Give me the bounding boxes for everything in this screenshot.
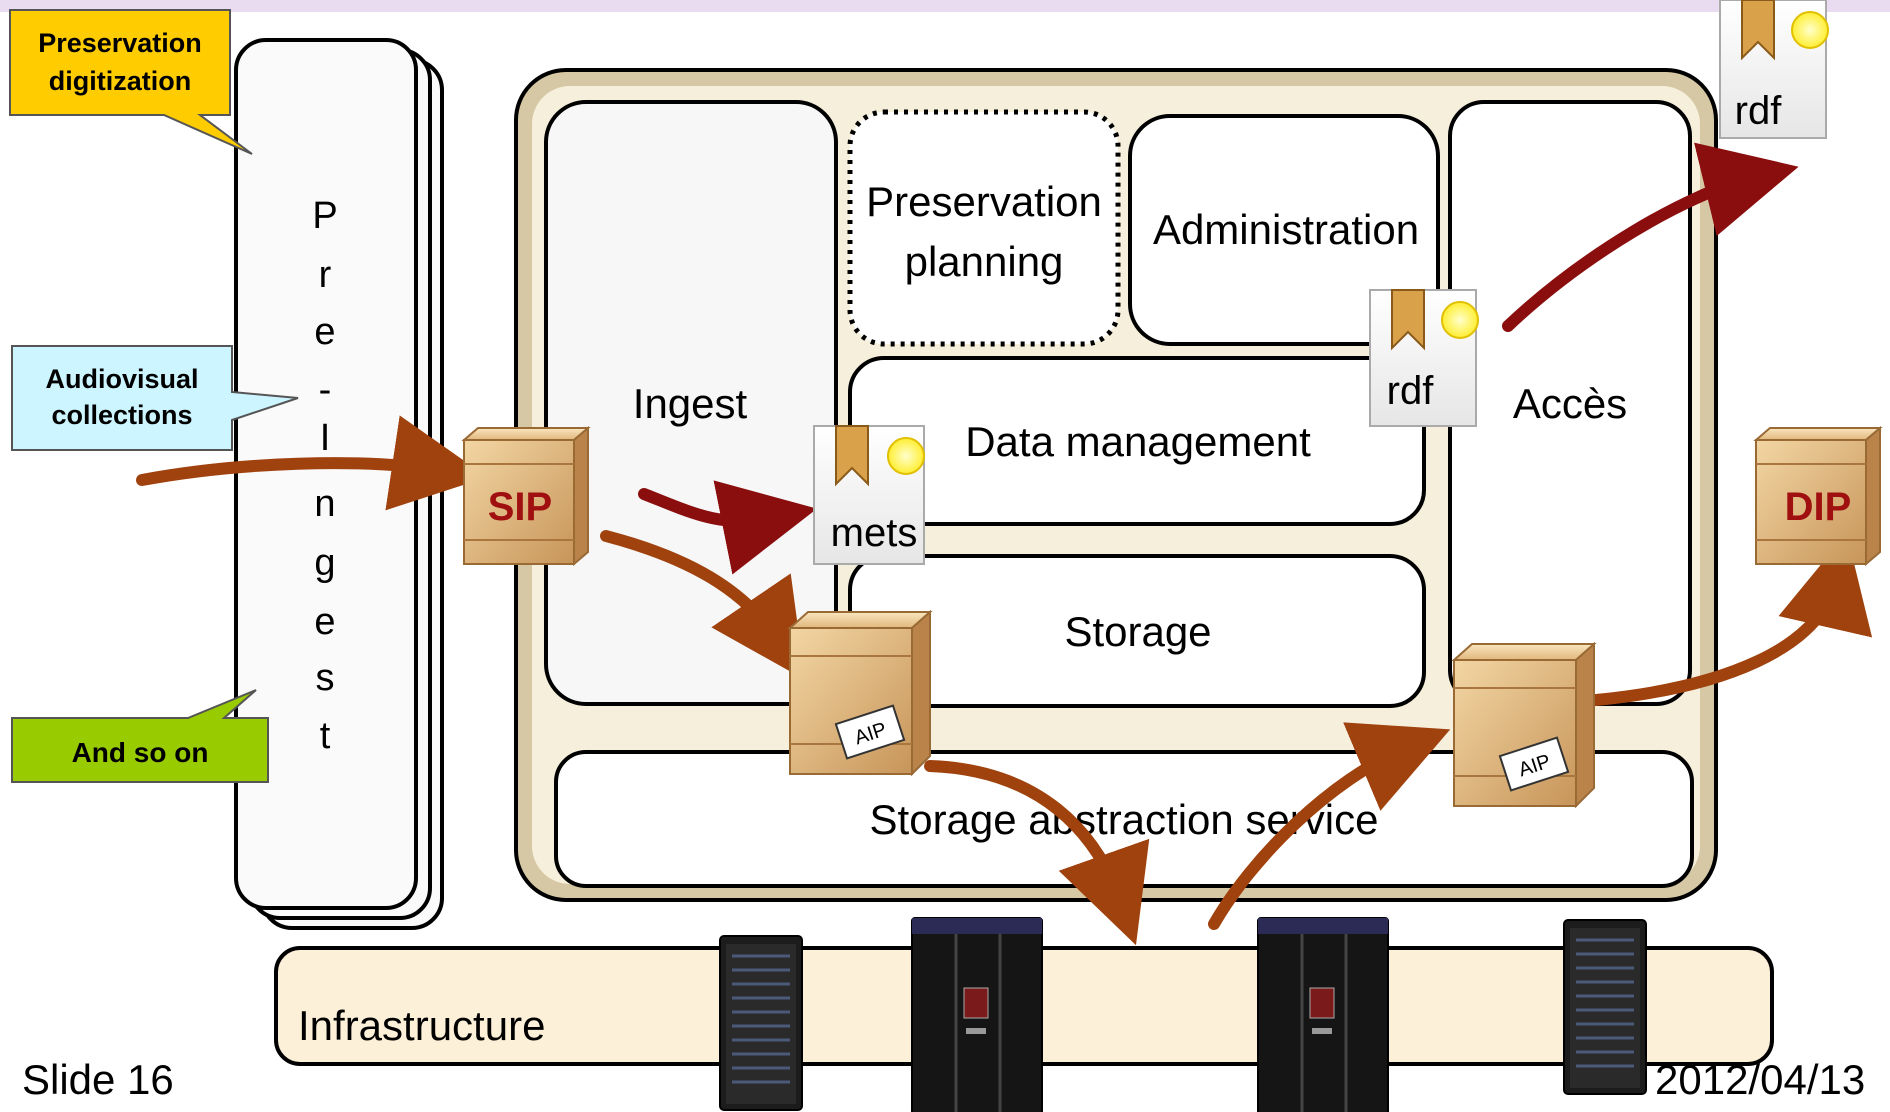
svg-text:n: n — [314, 483, 335, 525]
svg-text:DIP: DIP — [1785, 485, 1852, 529]
dip-package-icon: DIP — [1753, 425, 1883, 567]
svg-text:I: I — [320, 417, 331, 459]
svg-text:g: g — [314, 542, 335, 584]
svg-text:mets: mets — [831, 511, 918, 555]
server-rack-icon — [719, 935, 803, 1111]
module-preservation-planning: Preservation planning — [847, 109, 1121, 347]
svg-text:planning: planning — [905, 238, 1064, 285]
svg-text:Data management: Data management — [965, 418, 1311, 465]
svg-text:s: s — [316, 657, 335, 699]
server-rack-icon — [1563, 919, 1647, 1095]
module-administration: Administration — [1128, 114, 1440, 346]
sip-package-icon: SIP — [461, 425, 591, 567]
svg-text:e: e — [314, 311, 335, 353]
star-icon — [1791, 11, 1829, 49]
module-data-management: Data management — [848, 356, 1426, 526]
flow-arrows — [136, 142, 1873, 946]
aip-package-icon: AIP — [787, 609, 933, 777]
svg-text:Infrastructure: Infrastructure — [298, 1002, 545, 1049]
aip-package-icon: AIP — [1451, 641, 1597, 809]
svg-text:collections: collections — [51, 400, 192, 430]
arrow-rdf-out — [1502, 142, 1799, 332]
tape-library-icon — [911, 917, 1043, 1112]
svg-text:And so on: And so on — [72, 737, 209, 768]
callout-preservation-digitization: Preservation digitization — [9, 9, 253, 155]
star-icon — [887, 437, 925, 475]
svg-text:Preservation: Preservation — [38, 28, 202, 58]
svg-text:SIP: SIP — [488, 485, 552, 529]
arrow-sip-to-aip — [600, 530, 806, 680]
svg-text:Administration: Administration — [1153, 206, 1419, 253]
arrow-aip-to-dip — [1590, 533, 1873, 706]
arrow-infrastructure-to-aip — [1208, 722, 1451, 930]
svg-text:Preservation: Preservation — [866, 178, 1102, 225]
svg-text:rdf: rdf — [1735, 89, 1783, 133]
svg-text:rdf: rdf — [1387, 369, 1435, 413]
svg-text:e: e — [314, 601, 335, 643]
svg-text:P: P — [312, 195, 337, 237]
module-storage: Storage — [848, 554, 1426, 708]
svg-text:digitization: digitization — [49, 66, 191, 96]
rdf-document-icon: rdf — [1369, 289, 1479, 427]
svg-text:t: t — [320, 715, 331, 757]
svg-text:Ingest: Ingest — [633, 380, 748, 427]
callout-and-so-on: And so on — [11, 689, 269, 783]
svg-text:Accès: Accès — [1513, 380, 1627, 427]
arrow-ingest-to-mets — [638, 480, 818, 575]
star-icon — [1441, 301, 1479, 339]
slide-date: 2012/04/13 — [1655, 1056, 1865, 1103]
mets-document-icon: mets — [813, 425, 925, 565]
svg-text:Audiovisual: Audiovisual — [45, 364, 198, 394]
callout-audiovisual-collections: Audiovisual collections — [11, 345, 299, 451]
pre-ingest-label: P r e - I n g e s t — [312, 195, 337, 757]
svg-text:-: - — [319, 369, 332, 411]
slide-number: Slide 16 — [22, 1056, 174, 1103]
svg-text:Storage: Storage — [1064, 608, 1211, 655]
module-acces: Accès — [1448, 100, 1692, 706]
svg-text:r: r — [319, 254, 332, 296]
arrow-into-sip — [136, 415, 488, 511]
pre-ingest-stack — [234, 38, 444, 930]
top-decorative-strip — [0, 0, 1890, 12]
arrow-aip-to-infrastructure — [924, 760, 1150, 946]
rdf-document-icon: rdf — [1719, 0, 1829, 139]
module-ingest: Ingest — [544, 100, 838, 706]
tape-library-icon — [1257, 917, 1389, 1112]
